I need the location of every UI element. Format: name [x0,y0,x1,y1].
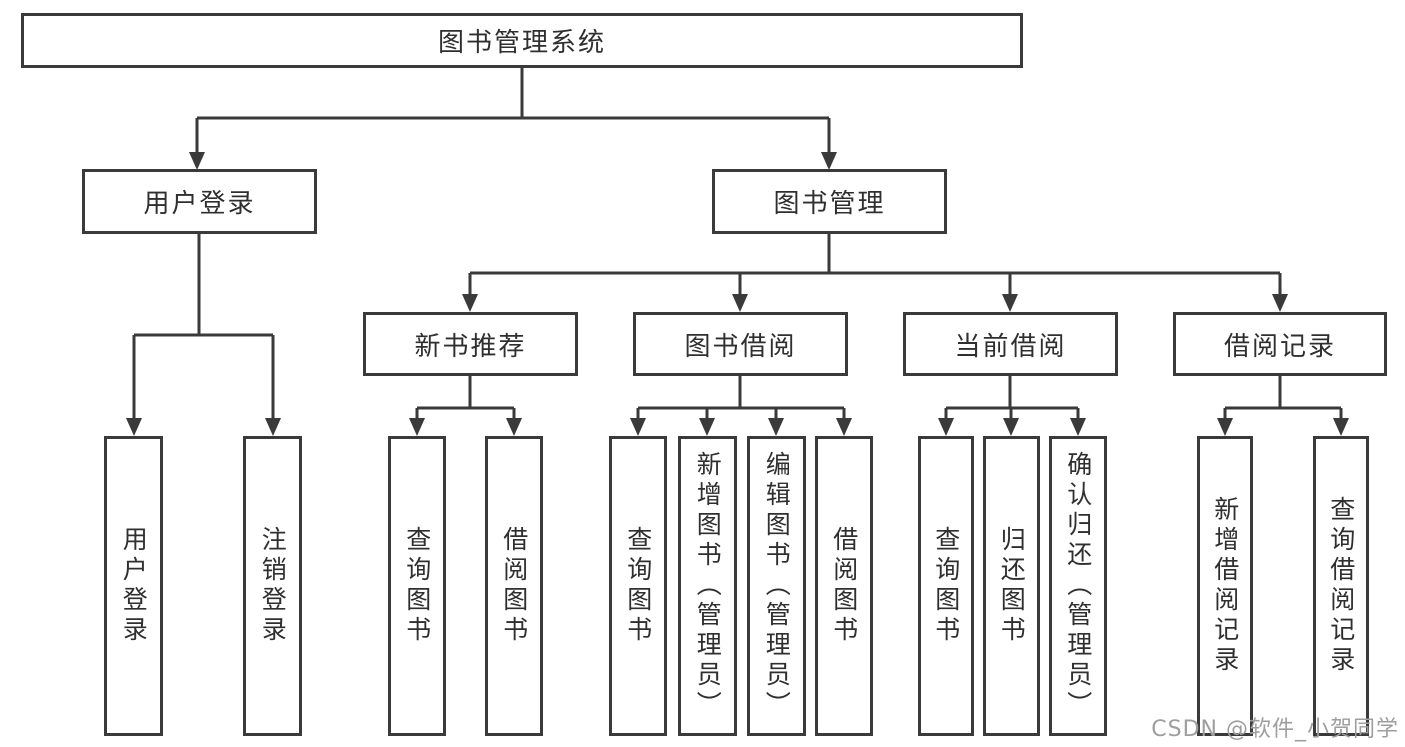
connector-line [944,376,1080,418]
arrow-down [836,418,852,436]
leaf-user-login: 用户登录 [104,436,163,736]
arrow-down [189,152,205,170]
arrow-down [1333,418,1349,436]
arrow-down [126,418,142,436]
leaf-query-books-recommendation: 查询图书 [388,436,446,736]
leaf-logout: 注销登录 [243,436,302,736]
node-label: 借阅记录 [1223,331,1336,362]
arrow-down [1070,418,1086,436]
leaf-add-book-admin: 新增图书（管理员） [678,436,737,736]
node-book-borrowing: 图书借阅 [633,312,848,376]
node-label: 注销登录 [258,526,288,646]
connector-new-book-recommendation-children [409,376,522,436]
connector-line [1223,376,1343,418]
csdn-watermark: CSDN @软件_小贺同学 [1151,717,1399,742]
node-current-borrowing: 当前借阅 [903,312,1118,376]
connector-line [468,234,1282,294]
arrow-down [265,418,281,436]
node-book-management: 图书管理 [712,169,947,234]
leaf-borrow-books-borrowing: 借阅图书 [815,436,873,736]
node-library-management-system: 图书管理系统 [21,13,1023,68]
connector-line [195,68,831,152]
leaf-query-books-current: 查询图书 [918,436,974,736]
node-label: 查询图书 [623,526,653,646]
node-user-login: 用户登录 [82,169,317,234]
connector-line [415,376,516,418]
leaf-query-borrow-record: 查询借阅记录 [1313,436,1369,736]
node-label: 查询图书 [402,526,432,646]
arrow-down [1003,418,1019,436]
node-label: 查询图书 [931,526,961,646]
node-new-book-recommendation: 新书推荐 [363,312,578,376]
arrow-down [1272,294,1288,312]
node-label: 归还图书 [997,526,1027,646]
node-borrowing-records: 借阅记录 [1173,312,1387,376]
connector-line [636,376,846,418]
arrow-down [630,418,646,436]
connector-borrowing-records-children [1217,376,1349,436]
arrow-down [1002,294,1018,312]
node-label: 新增图书（管理员） [693,451,723,721]
node-label: 确认归还（管理员） [1063,451,1093,721]
node-label: 图书借阅 [684,331,797,362]
arrow-down [699,418,715,436]
node-label: 图书管理系统 [437,28,606,58]
node-label: 新增借阅记录 [1210,496,1240,676]
node-label: 查询借阅记录 [1326,496,1356,676]
node-label: 图书管理 [773,189,886,219]
connector-user-login-children [126,234,281,436]
node-label: 借阅图书 [829,526,859,646]
node-label: 用户登录 [119,526,149,646]
arrow-down [821,152,837,170]
arrow-down [1217,418,1233,436]
leaf-add-borrow-record: 新增借阅记录 [1197,436,1253,736]
arrow-down [732,294,748,312]
leaf-return-books: 归还图书 [983,436,1040,736]
leaf-edit-book-admin: 编辑图书（管理员） [747,436,806,736]
node-label: 用户登录 [143,189,256,219]
node-label: 当前借阅 [954,331,1067,362]
connector-line [132,234,275,418]
leaf-confirm-return-admin: 确认归还（管理员） [1049,436,1107,736]
connector-book-management-children [462,234,1288,312]
arrow-down [409,418,425,436]
node-label: 编辑图书（管理员） [762,451,792,721]
arrow-down [768,418,784,436]
arrow-down [938,418,954,436]
leaf-borrow-books-recommendation: 借阅图书 [485,436,543,736]
arrow-down [506,418,522,436]
leaf-query-books-borrowing: 查询图书 [609,436,667,736]
node-label: 新书推荐 [414,331,527,362]
connector-root-to-level2 [189,68,837,170]
connector-current-borrowing-children [938,376,1086,436]
arrow-down [462,294,478,312]
node-label: 借阅图书 [499,526,529,646]
connector-book-borrowing-children [630,376,852,436]
